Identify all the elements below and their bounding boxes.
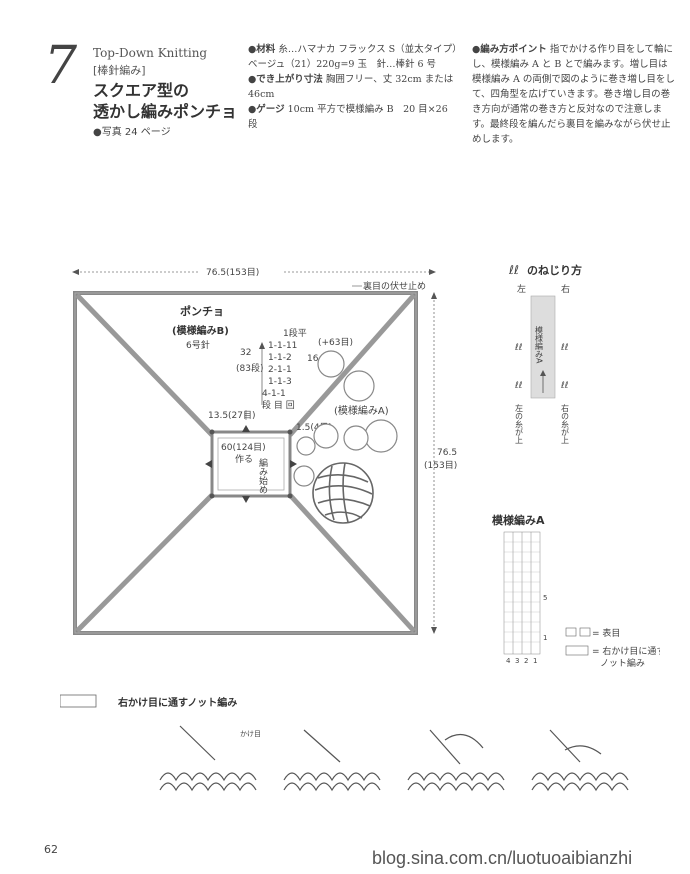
yarn-ball-icon [312, 462, 374, 524]
legend-2a: = 右かけ目に通す [592, 645, 660, 657]
start-word: 編み始め [257, 457, 268, 494]
page-title: スクエア型の 透かし編みポンチョ [93, 80, 253, 122]
center-dim: 13.5(27目) [208, 410, 256, 421]
side-dim: 1.5(4目) [296, 422, 332, 433]
cast-on-word: 作る [235, 453, 253, 465]
legend-1: = 表目 [592, 627, 620, 639]
knot-steps: 右かけ目に通すノット編み かけ目 [60, 694, 629, 792]
size-text: 胸囲フリー、丈 32cm または 46cm [248, 74, 454, 100]
material-text: 糸…ハマナカ フラックス S（並太タイプ）ベージュ（21）220g=9 玉 針…… [248, 44, 457, 70]
knitting-point: ●編み方ポイント 指でかける作り目をして輪にし、模様編み A と B とで編みま… [472, 42, 677, 147]
twist-loop-l1: ℓℓ [514, 343, 522, 353]
twist-loop-l2: ℓℓ [514, 381, 522, 391]
subtitle: Top-Down Knitting [93, 46, 208, 60]
cast-on-count: 60(124目) [221, 442, 266, 453]
chart-col-4: 4 [506, 657, 511, 665]
tool-label: [棒針編み] [93, 64, 146, 77]
photo-reference: ●写真 24 ページ [93, 127, 171, 138]
chart-col-3: 3 [515, 657, 519, 665]
inc-16: 16 [307, 354, 319, 364]
legend-knit-box [579, 627, 591, 637]
knot-title: 右かけ目に通すノット編み [117, 696, 237, 709]
rows-number: 32 [240, 348, 251, 358]
step-1-note: かけ目 [240, 730, 261, 738]
needle-label: 6号針 [186, 339, 210, 351]
step-4-illustration [531, 729, 629, 792]
blog-watermark: blog.sina.com.cn/luotuoaibianzhi [372, 848, 633, 868]
material-label: ●材料 [248, 44, 276, 55]
specs-block: ●材料 糸…ハマナカ フラックス S（並太タイプ）ベージュ（21）220g=9 … [248, 42, 460, 132]
twist-icon: ℓℓ [508, 263, 519, 277]
twist-center: 模様編みA [535, 325, 544, 364]
chart-a-title: 模様編みA [492, 513, 545, 527]
chart-a-grid [503, 531, 541, 655]
chart-row-5: 5 [543, 594, 547, 602]
inc-row-4: 1-1-3 [268, 377, 292, 387]
size-label: ●でき上がり寸法 [248, 74, 323, 85]
pattern-a-label: (模様編みA) [334, 404, 389, 417]
twist-loop-r2: ℓℓ [560, 381, 568, 391]
twist-right-bottom: 右の糸が上 [561, 403, 570, 444]
twist-diagram: ℓℓ のねじり方 左 右 模様編みA ℓℓ ℓℓ ℓℓ ℓℓ 左の糸が上 右の糸… [508, 263, 582, 444]
twist-title: のねじり方 [527, 263, 582, 277]
chart-a-rows [504, 541, 540, 643]
inc-total: (+63目) [318, 337, 353, 348]
inc-row-2: 1-1-2 [268, 353, 292, 363]
page-number: 62 [44, 843, 58, 856]
twist-left: 左 [517, 283, 526, 295]
step-3-illustration [407, 729, 505, 792]
point-text: 指でかける作り目をして輪にし、模様編み A と B とで編みます。増し目は模様編… [472, 44, 675, 145]
bindoff-label: 裏目の伏せ止め [363, 280, 426, 292]
inc-row-3: 2-1-1 [268, 365, 292, 375]
plant-illustration [293, 350, 398, 487]
chart-col-1: 1 [533, 657, 537, 665]
inc-row-5: 4-1-1 [262, 389, 286, 399]
step-2-illustration [283, 729, 381, 792]
width-label: 76.5(153目) [206, 267, 259, 278]
rows-count: (83段) [236, 362, 263, 374]
step-1-illustration [159, 725, 257, 792]
pattern-number: 7 [44, 36, 78, 96]
height-label: 76.5 [437, 448, 457, 458]
chart-col-2: 2 [524, 657, 528, 665]
gauge-label: ●ゲージ [248, 104, 285, 115]
knot-symbol-box [60, 694, 97, 708]
gauge-text: 10cm 平方で模様編み B 20 目×26 段 [248, 104, 448, 130]
inc-row-0: 1段平 [283, 327, 307, 339]
point-label: ●編み方ポイント [472, 44, 547, 55]
chart-a: 模様編みA 5 1 4 3 2 1 = 表目 = 右かけ目に通す ノット編み [492, 513, 660, 669]
twist-right: 右 [561, 283, 570, 295]
title-line-2: 透かし編みポンチョ [93, 102, 238, 121]
piece-name: ポンチョ [180, 304, 224, 318]
title-line-1: スクエア型の [93, 81, 190, 100]
twist-loop-r1: ℓℓ [560, 343, 568, 353]
twist-left-bottom: 左の糸が上 [515, 403, 524, 444]
legend-2b: ノット編み [600, 657, 645, 669]
pattern-b-label: (模様編みB) [172, 324, 229, 337]
height-sub: (153目) [424, 460, 457, 471]
chart-row-1: 1 [543, 634, 547, 642]
inc-row-6: 段 目 回 [262, 399, 295, 411]
inc-row-1: 1-1-11 [268, 341, 297, 351]
legend-knot-box [565, 645, 589, 656]
legend-empty-box [565, 627, 577, 637]
